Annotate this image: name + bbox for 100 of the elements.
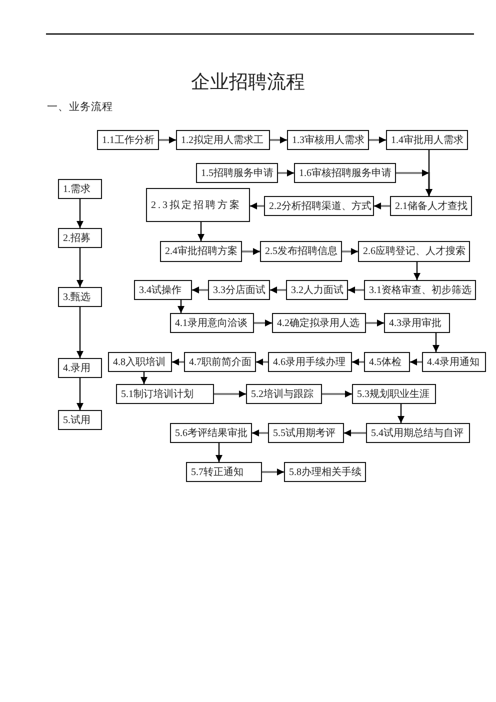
arrow — [270, 136, 287, 144]
step-label: 5.3规划职业生涯 — [357, 388, 430, 400]
arrow — [426, 150, 432, 196]
step-label: 5.8办理相关手续 — [289, 466, 362, 478]
arrow — [396, 170, 432, 196]
process-box — [160, 241, 242, 262]
process-box — [386, 130, 468, 150]
process-box — [196, 163, 278, 183]
stage-box — [58, 358, 102, 378]
arrow — [172, 358, 184, 366]
arrow — [76, 248, 84, 287]
process-box — [364, 280, 476, 300]
step-label: 4.6录用手续办理 — [273, 356, 346, 368]
process-box — [366, 423, 470, 443]
section-heading: 一、业务流程 — [47, 102, 113, 115]
step-label: 4.7职前简介面 — [189, 356, 252, 368]
step-label: 3.4试操作 — [139, 284, 182, 296]
process-box — [184, 352, 256, 372]
process-box — [358, 241, 470, 262]
arrow — [344, 430, 366, 436]
arrow — [410, 358, 422, 366]
step-label: 3.甄选 — [63, 292, 90, 302]
arrow — [398, 404, 404, 423]
process-box — [176, 130, 270, 150]
process-box — [364, 352, 410, 372]
arrow — [414, 262, 420, 280]
step-label: 5.7转正通知 — [191, 466, 244, 478]
arrow — [322, 390, 352, 398]
step-label: 3.1资格审查、初步筛选 — [369, 284, 472, 296]
arrow — [366, 320, 384, 326]
step-label: 2.3拟定招聘方案 — [151, 200, 242, 210]
arrow — [250, 202, 264, 210]
arrow — [352, 358, 364, 366]
step-label: 5.6考评结果审批 — [175, 428, 248, 438]
arrow — [159, 136, 176, 144]
arrow — [278, 170, 294, 176]
stage-box — [58, 287, 102, 307]
arrow — [374, 202, 390, 210]
step-label: 2.1储备人才查找 — [395, 200, 468, 212]
process-box — [286, 280, 348, 300]
step-label: 1.2拟定用人需求工 — [181, 134, 264, 146]
arrow — [270, 286, 286, 294]
arrow — [76, 378, 84, 410]
step-label: 1.6审核招聘服务申请 — [299, 168, 392, 178]
step-label: 2.4审批招聘方案 — [165, 246, 238, 257]
step-label: 2.5发布招聘信息 — [265, 246, 338, 257]
step-label: 5.2培训与跟踪 — [251, 388, 314, 400]
step-label: 4.5体检 — [369, 356, 402, 368]
process-box — [422, 352, 486, 372]
step-label: 4.2确定拟录用人选 — [277, 318, 360, 328]
arrow — [348, 286, 364, 294]
arrow — [76, 199, 84, 228]
step-label: 1.5招聘服务申请 — [201, 168, 274, 178]
process-box — [134, 280, 192, 300]
step-label: 2.6应聘登记、人才搜索 — [363, 246, 466, 257]
process-box — [284, 462, 366, 482]
process-box — [246, 384, 322, 404]
process-box — [352, 384, 436, 404]
step-label: 5.1制订培训计划 — [121, 388, 194, 400]
arrow — [342, 248, 358, 255]
process-box — [170, 423, 252, 443]
step-label: 5.4试用期总结与自评 — [371, 428, 464, 438]
step-label: 4.8入职培训 — [113, 356, 166, 368]
stage-box — [58, 179, 102, 199]
arrow — [369, 136, 386, 144]
process-box — [268, 352, 352, 372]
arrow — [252, 430, 268, 436]
step-label: 1.需求 — [63, 184, 90, 194]
process-box — [208, 280, 270, 300]
step-label: 1.3审核用人需求 — [292, 134, 364, 146]
process-box — [97, 130, 159, 150]
step-label: 1.1工作分析 — [102, 134, 154, 146]
stage-box — [58, 228, 102, 248]
step-label: 2.招募 — [63, 232, 90, 244]
process-box — [264, 196, 374, 216]
arrow — [198, 222, 204, 241]
step-label: 5.试用 — [63, 414, 90, 426]
step-label: 4.录用 — [63, 362, 90, 374]
process-box — [287, 130, 369, 150]
step-label: 3.2人力面试 — [291, 284, 344, 296]
arrow — [178, 300, 184, 313]
arrow — [76, 307, 84, 358]
step-label: 3.3分店面试 — [213, 284, 266, 296]
arrow — [140, 372, 148, 384]
process-box — [108, 352, 172, 372]
step-label: 4.4录用通知 — [427, 356, 480, 368]
process-box — [146, 188, 250, 222]
page-title: 企业招聘流程 — [191, 72, 305, 95]
process-box — [260, 241, 342, 262]
arrow — [216, 443, 222, 462]
process-box — [116, 384, 214, 404]
process-box — [384, 313, 450, 333]
process-box — [186, 462, 262, 482]
step-label: 1.4审批用人需求 — [391, 134, 464, 146]
arrow — [242, 248, 260, 255]
step-label: 4.1录用意向洽谈 — [175, 318, 248, 328]
step-label: 2.2分析招聘渠道、方式 — [269, 200, 372, 212]
step-label: 4.3录用审批 — [389, 318, 442, 328]
process-box — [268, 423, 344, 443]
process-box — [272, 313, 366, 333]
